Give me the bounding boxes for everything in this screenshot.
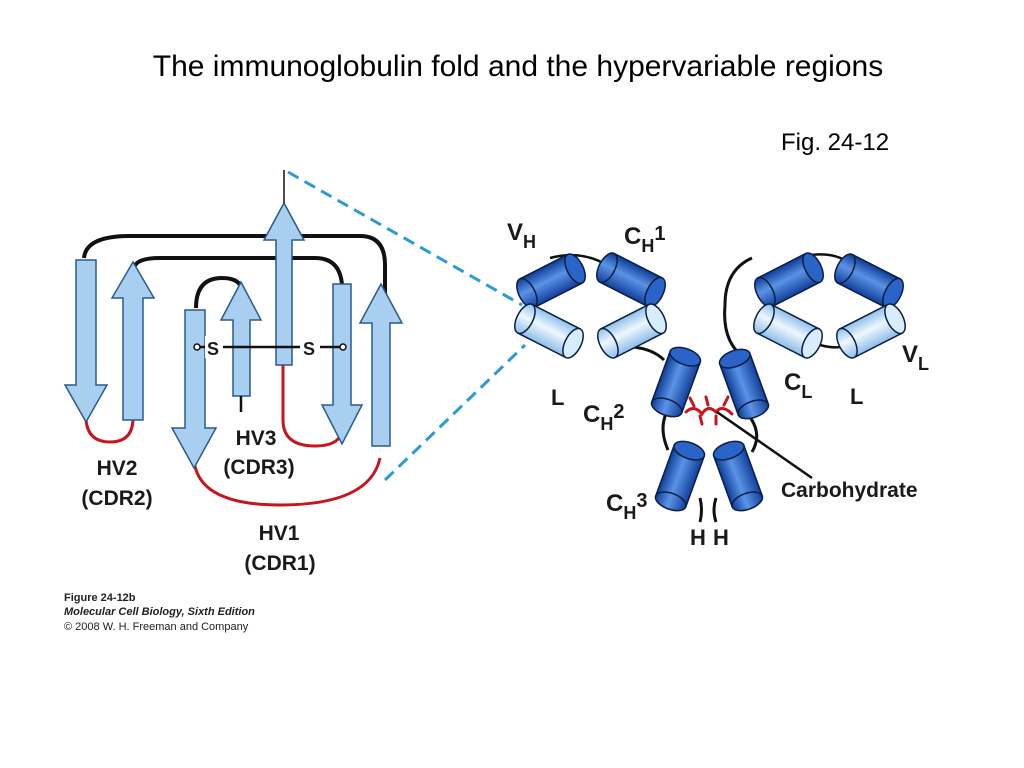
beta-strand-4 bbox=[219, 280, 263, 397]
ig-fold: S S HV2 (CDR2) HV3 (CDR3) HV1 (CDR1) bbox=[63, 170, 404, 575]
vh-domain-right bbox=[829, 250, 909, 312]
slide-title: The immunoglobulin fold and the hypervar… bbox=[152, 50, 884, 83]
beta-strand-2 bbox=[110, 260, 156, 421]
hv1-label: HV1 bbox=[259, 522, 300, 545]
hv2-label: HV2 bbox=[97, 457, 138, 480]
hv2-loop bbox=[84, 419, 135, 444]
light-chain-label-left: L bbox=[551, 385, 564, 410]
s-right-bg bbox=[300, 336, 320, 358]
heavy-chain-label-right: H bbox=[713, 525, 729, 550]
cl-label: CL bbox=[784, 369, 812, 402]
vh-label: VH bbox=[507, 219, 536, 252]
heavy-chain-link-right bbox=[723, 256, 753, 358]
s-left-bg bbox=[205, 336, 223, 358]
carbohydrate-label: Carbohydrate bbox=[781, 479, 918, 502]
zoom-connector-top bbox=[287, 170, 523, 307]
figure-credit-id: Figure 24-12b bbox=[64, 592, 136, 604]
light-chain-label-right: L bbox=[850, 384, 863, 409]
figure-credit-copyright: © 2008 W. H. Freeman and Company bbox=[64, 621, 249, 633]
beta-strand-7 bbox=[358, 282, 404, 447]
antibody-molecule: VH CH1 CH2 CH3 VL CL L L H H Carbohydrat… bbox=[507, 219, 929, 550]
figure-number: Fig. 24-12 bbox=[781, 129, 890, 156]
cdr2-label: (CDR2) bbox=[81, 487, 152, 510]
vh-domain bbox=[511, 250, 591, 312]
carbohydrate-pointer bbox=[716, 410, 813, 480]
figure-credit-book: Molecular Cell Biology, Sixth Edition bbox=[64, 606, 255, 618]
tail-left bbox=[698, 497, 703, 523]
hv3-label: HV3 bbox=[236, 427, 277, 450]
cl-domain-right bbox=[748, 300, 828, 362]
cdr3-label: (CDR3) bbox=[223, 456, 294, 479]
cl-domain-left bbox=[592, 300, 672, 362]
carbohydrate-glycan bbox=[684, 395, 734, 426]
vl-domain-right bbox=[831, 300, 911, 362]
beta-strand-1 bbox=[63, 259, 109, 424]
beta-strand-5 bbox=[262, 201, 306, 366]
top-loop-inner bbox=[132, 256, 344, 286]
beta-strand-3 bbox=[170, 309, 218, 470]
sulfur-label-left: S bbox=[207, 339, 219, 359]
vl-label: VL bbox=[902, 341, 929, 374]
heavy-chain-label-left: H bbox=[690, 525, 706, 550]
ch3-label: CH3 bbox=[606, 490, 647, 523]
ch2-domain-right bbox=[716, 344, 772, 424]
disulfide-end-right bbox=[339, 343, 347, 351]
top-loop-outer bbox=[82, 234, 387, 300]
vl-domain-left bbox=[509, 300, 589, 362]
ch1-domain-right bbox=[749, 249, 829, 311]
ch3-domain-left bbox=[652, 436, 708, 516]
sulfur-label-right: S bbox=[303, 339, 315, 359]
disulfide-end-left bbox=[193, 343, 201, 351]
ch1-label: CH1 bbox=[624, 223, 665, 256]
beta-strand-6 bbox=[320, 283, 364, 446]
ch3-domain-right bbox=[710, 436, 766, 516]
ch2-label: CH2 bbox=[583, 401, 624, 434]
tail-right bbox=[712, 497, 718, 523]
zoom-connector-bottom bbox=[383, 343, 527, 482]
cdr1-label: (CDR1) bbox=[244, 552, 315, 575]
ch1-domain bbox=[591, 249, 671, 311]
hv1-loop bbox=[192, 457, 382, 507]
